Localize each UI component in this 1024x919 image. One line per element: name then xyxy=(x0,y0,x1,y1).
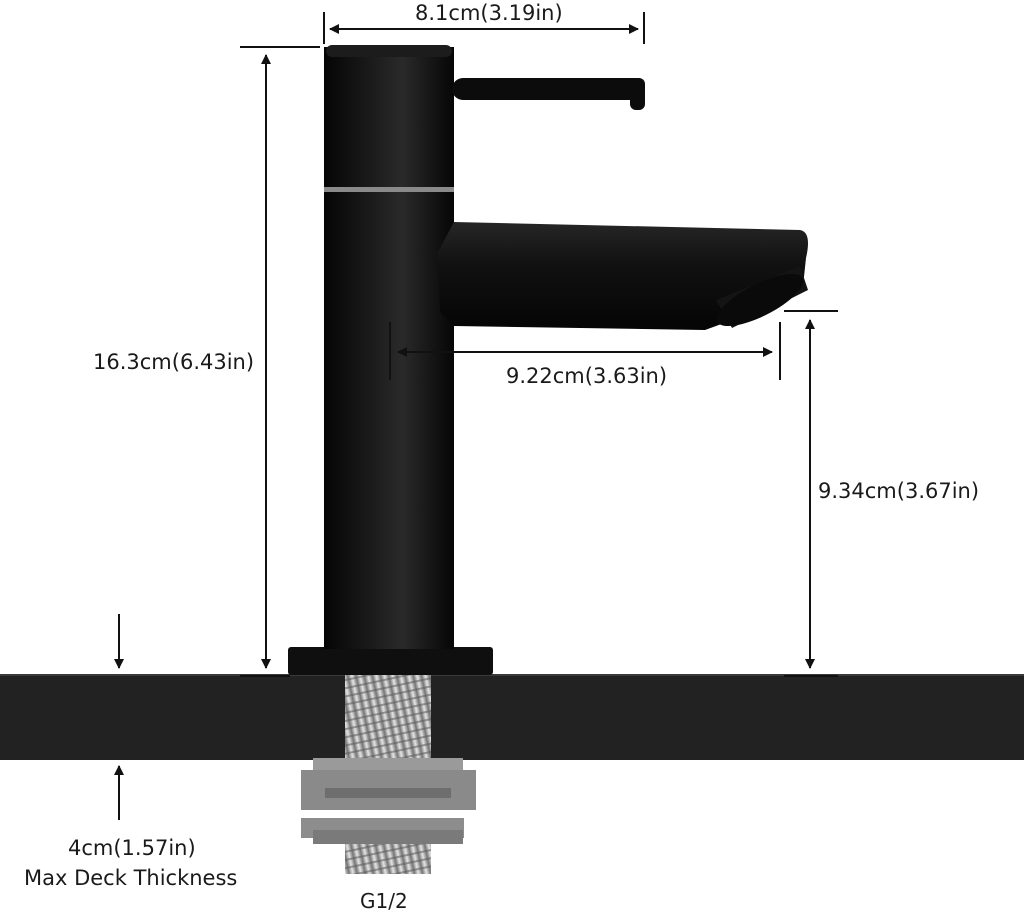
total-height-label: 16.3cm(6.43in) xyxy=(93,350,255,374)
faucet-spout xyxy=(438,222,808,330)
mounting-nut xyxy=(301,758,476,874)
spout-reach-label: 9.22cm(3.63in) xyxy=(506,364,668,388)
deck-thickness-label: 4cm(1.57in) xyxy=(68,836,196,860)
spout-height-label: 9.34cm(3.67in) xyxy=(818,479,980,503)
dimension-lines xyxy=(114,12,838,820)
handle-lever xyxy=(452,78,645,110)
accent-ring xyxy=(324,187,454,192)
threaded-shank xyxy=(345,672,431,762)
thread-size-label: G1/2 xyxy=(360,889,408,913)
deck-thickness-note: Max Deck Thickness xyxy=(24,866,238,890)
faucet-base-plate xyxy=(288,647,493,675)
countertop-deck xyxy=(0,674,1024,760)
top-width-label: 8.1cm(3.19in) xyxy=(415,1,563,25)
